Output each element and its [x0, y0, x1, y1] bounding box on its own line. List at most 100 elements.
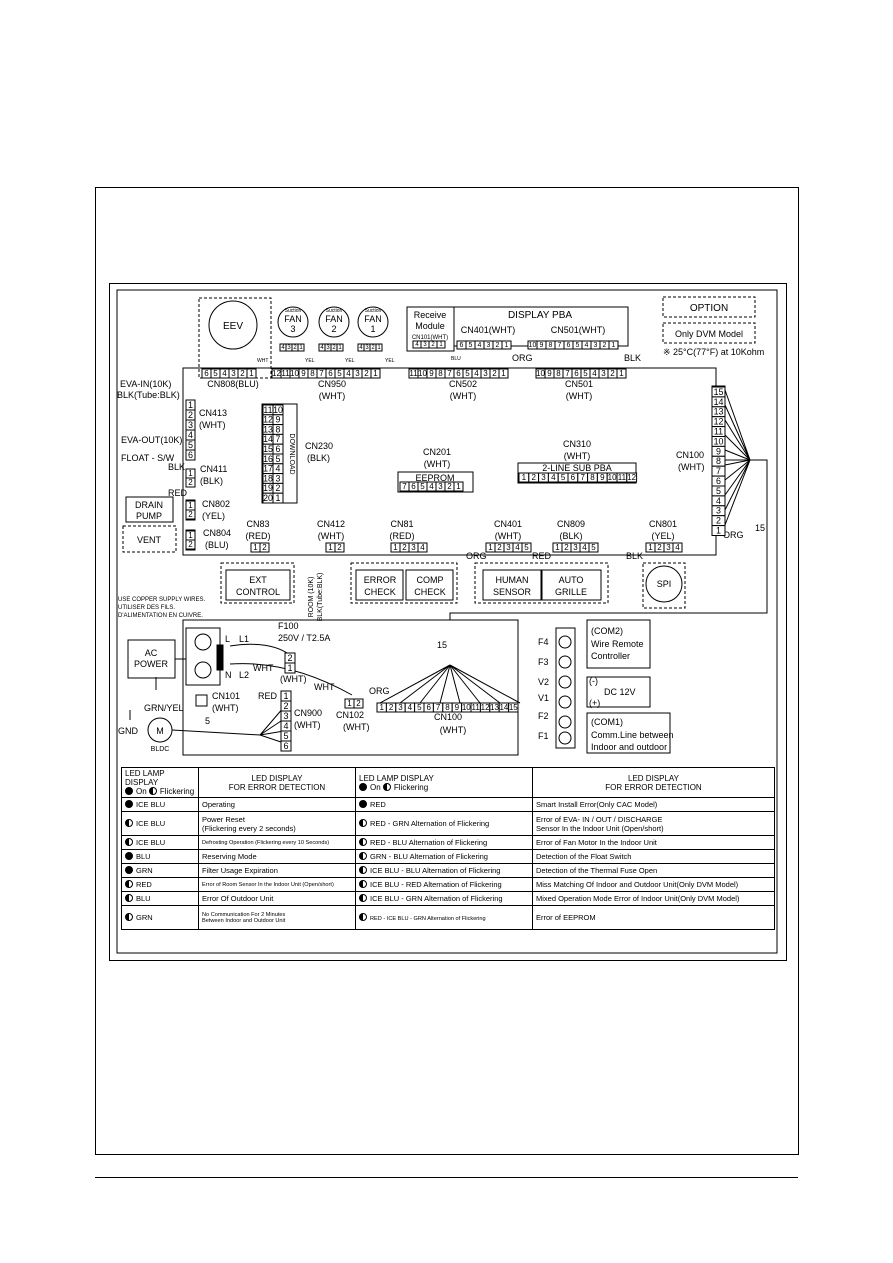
cn201-pin: 2	[444, 481, 455, 492]
svg-text:2: 2	[240, 369, 245, 378]
flicker-dot-icon	[125, 880, 133, 888]
cn501-pin: 8	[553, 368, 564, 379]
lamp-left: BLU	[121, 891, 199, 906]
cn809-color: (BLK)	[559, 531, 582, 541]
svg-text:6: 6	[571, 473, 576, 482]
wire-blu: BLU	[451, 356, 461, 362]
desc-left-text: Defrosting Operation (Flickering every 1…	[202, 839, 330, 846]
on-dot-icon	[125, 866, 133, 874]
cn501-color: (WHT)	[566, 391, 593, 401]
svg-text:3: 3	[276, 473, 281, 483]
suction-1: Suction	[365, 308, 382, 314]
svg-text:4: 4	[592, 369, 597, 378]
pump-label: PUMP	[136, 511, 162, 521]
indoor-outdoor-label: Indoor and outdoor	[591, 742, 667, 752]
cn310-pin: 4	[547, 472, 559, 483]
desc-left-text: Operating	[202, 800, 235, 809]
cn100b-pin: 9	[451, 702, 463, 713]
svg-text:8: 8	[276, 424, 281, 434]
cn411-pin: 1	[185, 468, 196, 479]
svg-text:2: 2	[337, 543, 342, 552]
cn401-pin: 3	[503, 542, 514, 553]
cn501-pin: 3	[598, 368, 609, 379]
lamp-left: BLU	[121, 849, 199, 864]
flicker-dot-icon	[148, 787, 157, 795]
cn808-pin: 6	[201, 368, 212, 379]
cn809-pin: 3	[570, 542, 581, 553]
cn900-pin: 1	[280, 690, 292, 702]
cn413-pin: 5	[185, 439, 196, 451]
cn501-label: CN501	[565, 379, 593, 389]
flicker-dot-icon	[125, 819, 133, 827]
svg-text:6: 6	[276, 444, 281, 454]
flicker-dot-icon	[359, 880, 367, 888]
svg-text:1: 1	[287, 663, 292, 673]
cn100b-pin: 10	[461, 702, 472, 713]
display-cn401: CN401(WHT)	[461, 325, 516, 335]
on-dot-icon	[125, 852, 133, 860]
dl-a-pin: 13	[262, 424, 274, 435]
fan-3-number: 3	[290, 324, 295, 334]
svg-text:8: 8	[716, 456, 721, 466]
svg-text:20: 20	[263, 493, 273, 503]
header-display-left-1: LED DISPLAY	[251, 773, 303, 783]
flicker-dot-icon	[359, 838, 367, 846]
svg-text:6: 6	[411, 482, 416, 491]
svg-text:2: 2	[389, 703, 394, 712]
footer-rule	[95, 1177, 798, 1178]
svg-text:1: 1	[612, 342, 616, 349]
svg-text:7: 7	[447, 369, 452, 378]
svg-text:1: 1	[501, 369, 506, 378]
svg-text:5: 5	[337, 369, 342, 378]
cn950-pin: 11	[280, 368, 291, 379]
fuse-label: F100	[278, 621, 299, 631]
cn412-pin: 1	[325, 542, 336, 553]
desc-left-text: Error Of Outdoor Unit	[202, 894, 274, 903]
svg-text:17: 17	[263, 464, 273, 474]
fan-1-number: 1	[370, 324, 375, 334]
svg-text:3: 3	[601, 369, 606, 378]
header-display-left-2: FOR ERROR DETECTION	[228, 782, 326, 792]
cn502-pin: 2	[489, 368, 500, 379]
svg-text:2: 2	[188, 510, 193, 519]
cn100-pin: 10	[711, 436, 726, 447]
fan-1-label: FAN	[364, 314, 382, 324]
svg-text:12: 12	[627, 473, 636, 482]
cn501-pin: 4	[589, 368, 600, 379]
svg-text:2: 2	[496, 342, 500, 349]
svg-text:9: 9	[301, 369, 306, 378]
svg-text:5: 5	[561, 473, 566, 482]
lamp-right: RED	[355, 797, 533, 812]
motor-bldc: BLDC	[151, 746, 170, 753]
desc-left-text: Power Reset(Flickering every 2 seconds)	[202, 814, 296, 833]
header-lamp-right-title: LED LAMP DISPLAY	[359, 773, 434, 783]
dl-b-pin: 8	[272, 424, 284, 435]
suction-2: Suction	[326, 308, 343, 314]
lamp-right-text: RED - ICE BLU - GRN Alternation of Flick…	[370, 916, 486, 922]
cn100b-label: CN100	[434, 712, 462, 722]
svg-text:15: 15	[714, 387, 724, 397]
svg-text:2: 2	[364, 369, 369, 378]
receive-label: Receive	[414, 310, 447, 320]
svg-text:2: 2	[276, 483, 281, 493]
dc-minus: (-)	[589, 676, 598, 686]
wire-blk-disp: BLK	[624, 353, 641, 363]
desc-left-text: Reserving Mode	[202, 852, 257, 861]
cn100b-pin: 6	[423, 702, 434, 713]
recv-pin: 4	[412, 340, 422, 349]
svg-text:1: 1	[555, 543, 560, 552]
svg-text:8: 8	[590, 473, 595, 482]
cn81-label: CN81	[390, 519, 413, 529]
cn100b-color: (WHT)	[440, 725, 467, 735]
disp501-pin: 10	[527, 340, 538, 350]
cn412-label: CN412	[317, 519, 345, 529]
wire-whtp: (WHT)	[280, 674, 307, 684]
svg-text:15: 15	[263, 444, 273, 454]
svg-text:1: 1	[299, 345, 303, 351]
cn81-pin: 4	[417, 542, 428, 553]
lamp-left: ICE BLU	[121, 811, 199, 836]
cn100-pin: 13	[711, 406, 726, 418]
